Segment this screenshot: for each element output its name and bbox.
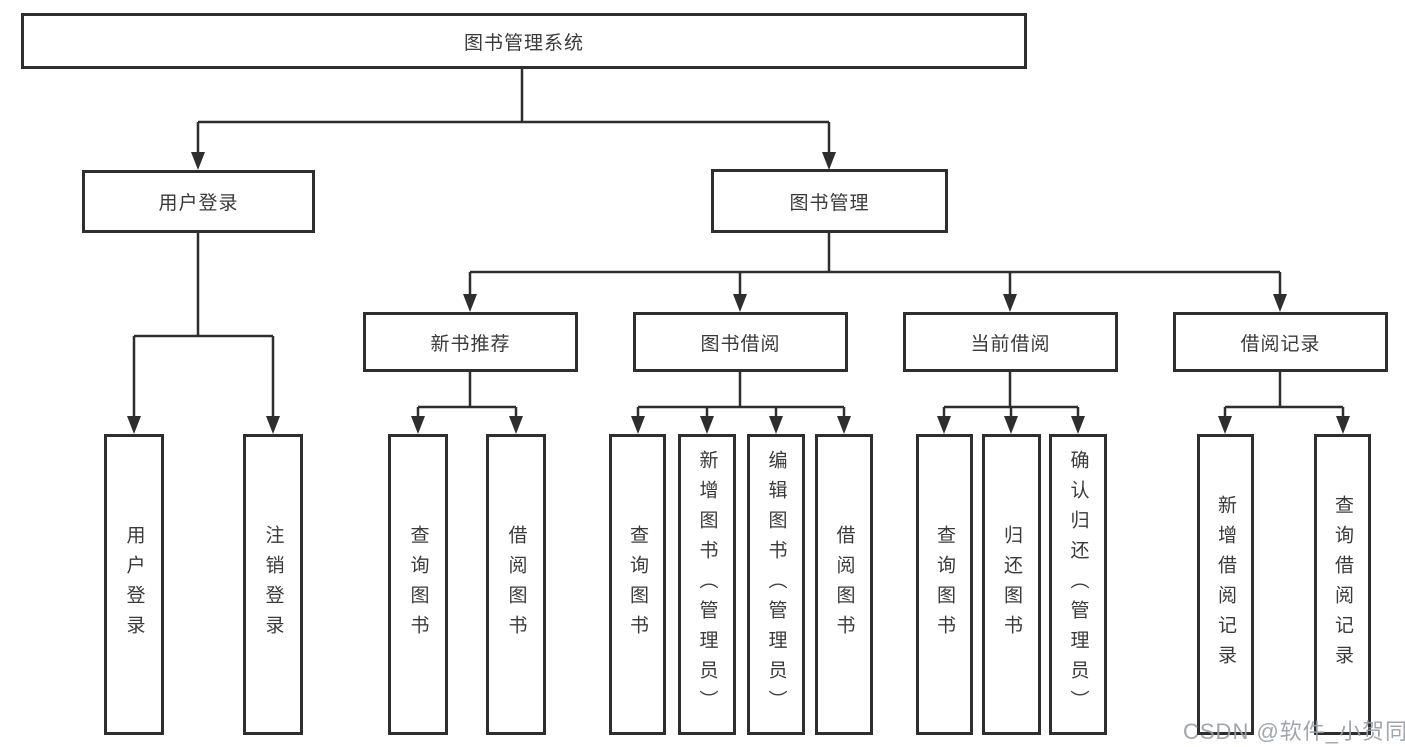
leaf-user-login: 用户登录 bbox=[104, 434, 164, 735]
node-book-management-label: 图书管理 bbox=[789, 192, 870, 214]
leaf-logout-label: 注销登录 bbox=[262, 524, 284, 645]
leaf-query-borrow-record-label: 查询借阅记录 bbox=[1332, 494, 1353, 675]
leaf-query-borrow-record: 查询借阅记录 bbox=[1314, 434, 1371, 735]
leaf-user-login-label: 用户登录 bbox=[123, 524, 145, 645]
leaf-return-book-label: 归还图书 bbox=[1001, 524, 1022, 645]
leaf-return-book: 归还图书 bbox=[982, 434, 1041, 735]
leaf-borrow-book-recommend: 借阅图书 bbox=[486, 434, 546, 735]
node-new-book-recommend-label: 新书推荐 bbox=[430, 333, 511, 355]
node-borrow-records: 借阅记录 bbox=[1173, 312, 1388, 372]
node-current-borrow-label: 当前借阅 bbox=[970, 333, 1051, 355]
watermark: CSDN @软件_小贺同学 bbox=[1183, 719, 1405, 744]
node-user-login-label: 用户登录 bbox=[158, 193, 239, 214]
node-book-borrow-label: 图书借阅 bbox=[700, 333, 781, 355]
leaf-add-book-admin: 新增图书（管理员） bbox=[678, 434, 736, 735]
node-library-system: 图书管理系统 bbox=[21, 13, 1027, 69]
leaf-query-book-current: 查询图书 bbox=[916, 434, 973, 735]
leaf-add-borrow-record: 新增借阅记录 bbox=[1197, 434, 1254, 735]
leaf-borrow-book-label: 借阅图书 bbox=[833, 524, 855, 645]
leaf-borrow-book-recommend-label: 借阅图书 bbox=[505, 524, 527, 645]
node-new-book-recommend: 新书推荐 bbox=[363, 312, 578, 372]
node-library-system-label: 图书管理系统 bbox=[463, 32, 584, 54]
leaf-edit-book-admin-label: 编辑图书（管理员） bbox=[765, 449, 787, 720]
leaf-add-book-admin-label: 新增图书（管理员） bbox=[696, 449, 718, 720]
node-current-borrow: 当前借阅 bbox=[903, 312, 1118, 372]
leaf-confirm-return-admin: 确认归还（管理员） bbox=[1049, 434, 1107, 735]
leaf-query-book-recommend-label: 查询图书 bbox=[407, 524, 429, 645]
leaf-query-book-current-label: 查询图书 bbox=[934, 524, 955, 645]
node-user-login: 用户登录 bbox=[82, 170, 315, 233]
leaf-edit-book-admin: 编辑图书（管理员） bbox=[747, 434, 805, 735]
leaf-query-book-recommend: 查询图书 bbox=[388, 434, 448, 735]
leaf-logout: 注销登录 bbox=[243, 434, 303, 735]
leaf-query-book-borrow-label: 查询图书 bbox=[627, 524, 648, 645]
leaf-add-borrow-record-label: 新增借阅记录 bbox=[1215, 494, 1236, 675]
node-book-management: 图书管理 bbox=[711, 169, 948, 233]
leaf-confirm-return-admin-label: 确认归还（管理员） bbox=[1067, 449, 1089, 720]
node-book-borrow: 图书借阅 bbox=[633, 312, 848, 372]
node-borrow-records-label: 借阅记录 bbox=[1240, 333, 1321, 355]
leaf-borrow-book: 借阅图书 bbox=[815, 434, 873, 735]
leaf-query-book-borrow: 查询图书 bbox=[609, 434, 666, 735]
